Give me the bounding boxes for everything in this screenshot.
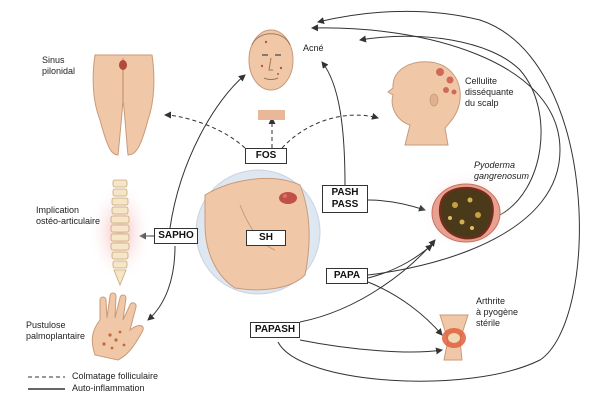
arrow-papash-to-pyoderma [299,239,436,323]
arrow-papash-to-acne [277,10,580,382]
arrow-papash-to-arthrite [299,339,443,355]
arrow-pash-to-acne [321,61,346,187]
legend-solid-label: Auto-inflammation [72,383,145,393]
pyoderma-illustration [418,168,514,252]
cellulite-label: Cellulite disséquante du scalp [465,76,514,108]
papa-label: PAPA [333,270,361,281]
arrow-sapho-to-hand [147,245,176,321]
legend-lines [28,376,65,390]
sapho-box: SAPHO [154,228,198,244]
papash-box: PAPASH [250,322,300,338]
arrow-fos-to-cellulite [281,112,379,149]
sh-label: SH [259,232,273,243]
buttocks-illustration [92,54,155,156]
arrow-loop-right [359,35,542,216]
spine-illustration [88,179,152,287]
pustulose-label: Pustulose palmoplantaire [26,320,86,341]
pass-label: PASS [331,199,359,210]
arrow-fos-to-sinus [164,111,246,149]
implication-label: Implication ostéo-articulaire [36,205,101,226]
arrow-papa-to-pyoderma [367,244,433,279]
arthrite-label: Arthrite à pyogène stérile [476,296,519,328]
solid-arrows [139,10,580,382]
dashed-arrows [164,111,379,149]
fos-label: FOS [255,150,277,161]
cellulite-head-illustration [387,61,461,146]
sapho-label: SAPHO [158,230,194,241]
sh-box: SH [246,230,286,246]
pyoderma-label: Pyoderma gangrenosum [474,160,530,181]
acne-face-illustration [248,29,294,120]
fos-box: FOS [245,148,287,164]
pash-label: PASH [331,187,359,198]
papa-box: PAPA [326,268,368,284]
legend-dashed-label: Colmatage folliculaire [72,371,159,381]
sinus-pilonidal-label: Sinus pilonidal [42,55,76,76]
acne-label: Acné [303,43,324,53]
pash-pass-box: PASH PASS [322,185,368,213]
arrow-pash-to-pyoderma [367,199,426,212]
arrow-papa-to-arthrite [367,281,443,336]
papash-label: PAPASH [254,324,296,335]
hand-illustration [91,292,144,361]
arthrite-illustration [439,314,469,361]
arrow-sapho-to-acne [169,74,246,229]
